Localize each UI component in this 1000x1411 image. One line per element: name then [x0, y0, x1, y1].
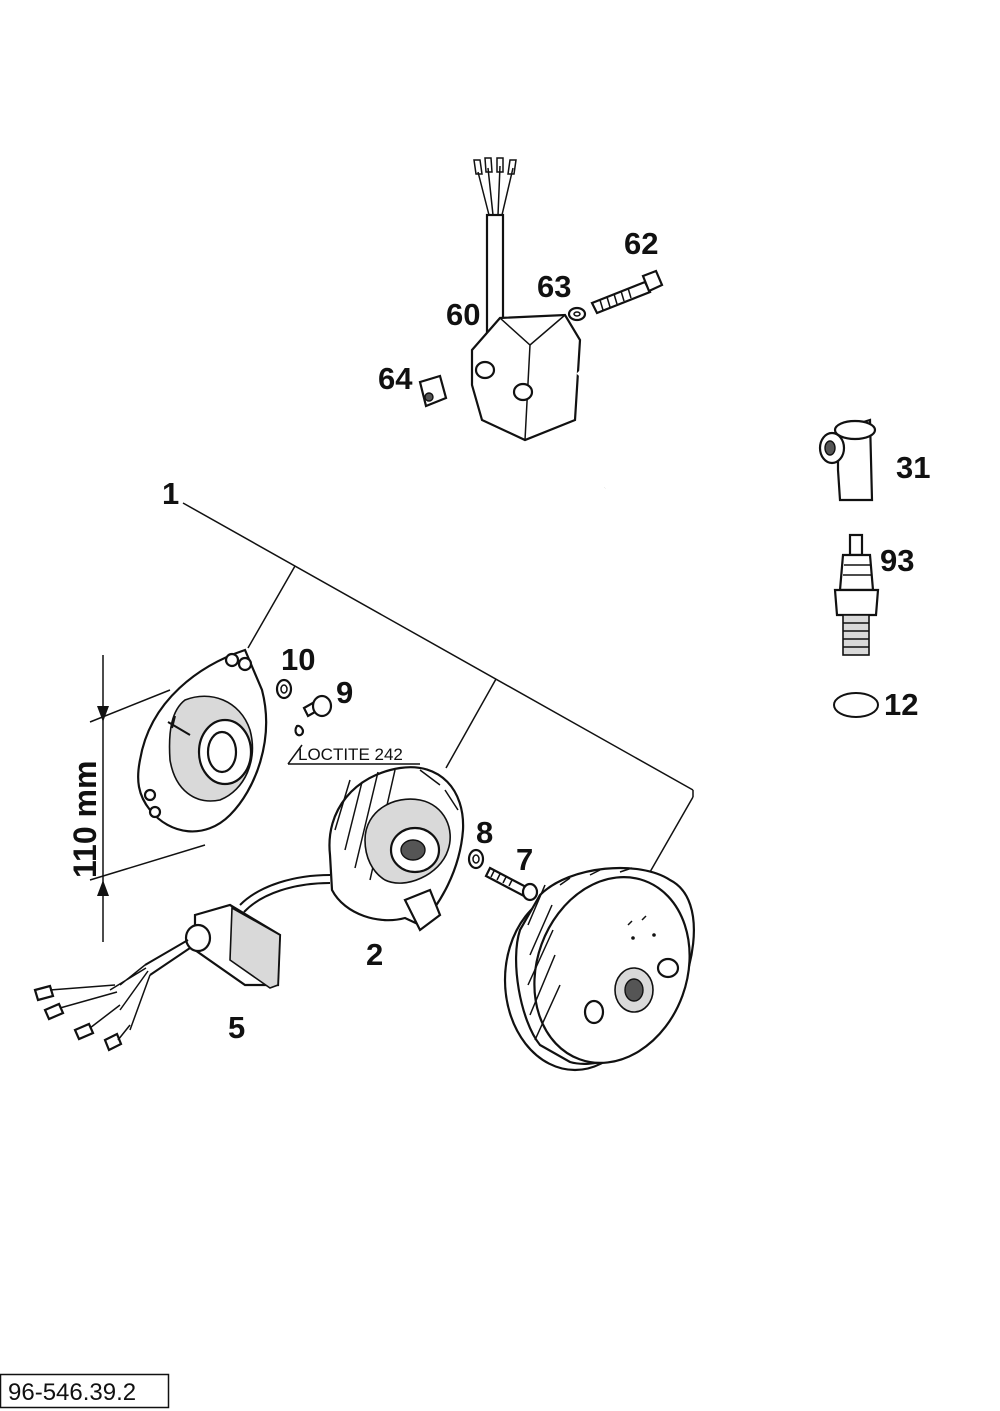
stator-plate	[137, 648, 268, 833]
callout-62: 62	[624, 226, 658, 261]
spark-plug	[833, 533, 880, 656]
pickup-unit	[33, 903, 282, 1052]
washer-8	[467, 848, 485, 870]
callout-2: 2	[366, 937, 383, 972]
reference-box	[0, 1373, 170, 1409]
callout-1: 1	[162, 476, 179, 511]
dimension-marker	[89, 655, 206, 942]
callout-10: 10	[281, 642, 315, 677]
washer-10	[275, 678, 293, 700]
o-ring	[833, 692, 879, 718]
dimension-label: 110 mm	[67, 761, 103, 878]
callout-5: 5	[228, 1010, 245, 1045]
callout-9: 9	[336, 675, 353, 710]
callout-12: 12	[884, 687, 918, 722]
callout-60: 60	[446, 297, 480, 332]
callout-8: 8	[476, 815, 493, 850]
flywheel-rotor	[503, 866, 695, 1072]
coil-bolt	[590, 269, 664, 315]
stator	[239, 766, 465, 932]
coil-clip	[418, 374, 448, 408]
reference-number: 96-546.39.2	[8, 1379, 136, 1406]
loctite-leader	[287, 744, 420, 765]
loctite-note: LOCTITE 242	[298, 745, 403, 764]
ignition-coil	[470, 157, 623, 489]
callout-93: 93	[880, 543, 914, 578]
callout-63: 63	[537, 269, 571, 304]
callout-64: 64	[378, 361, 413, 396]
callout-31: 31	[896, 450, 930, 485]
screw-7	[484, 866, 539, 902]
coil-washer	[567, 306, 587, 322]
spark-plug-cap	[818, 418, 877, 502]
group-1-leader	[182, 502, 694, 873]
screw-9	[294, 694, 333, 737]
callout-7: 7	[516, 842, 533, 877]
